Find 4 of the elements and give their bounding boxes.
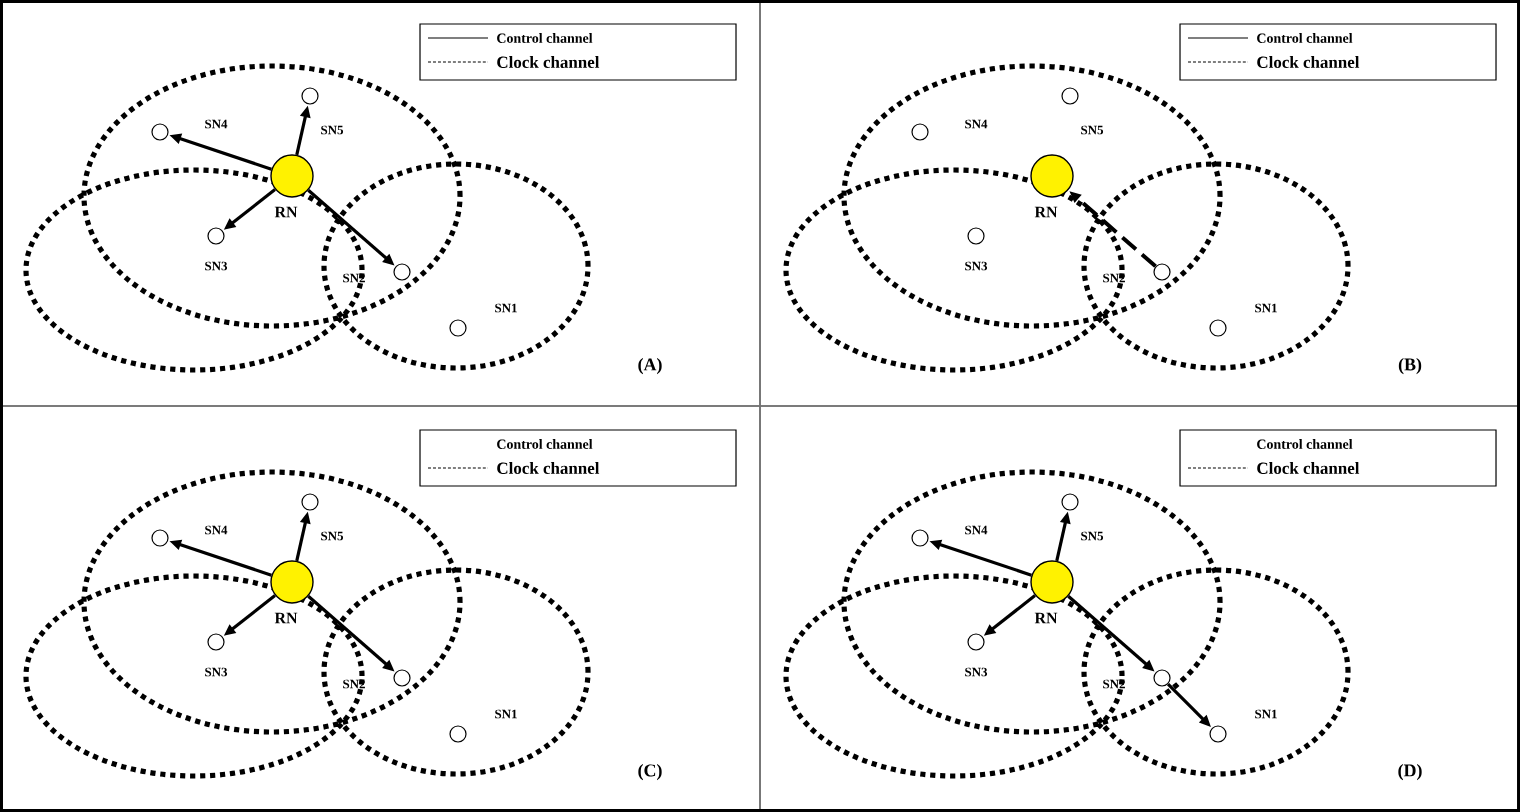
legend-text: Clock channel bbox=[1257, 462, 1360, 474]
legend-text: Clock channel bbox=[497, 462, 600, 474]
legend-text: Clock channel bbox=[497, 56, 600, 68]
legend-text: Clock channel bbox=[1257, 56, 1360, 68]
